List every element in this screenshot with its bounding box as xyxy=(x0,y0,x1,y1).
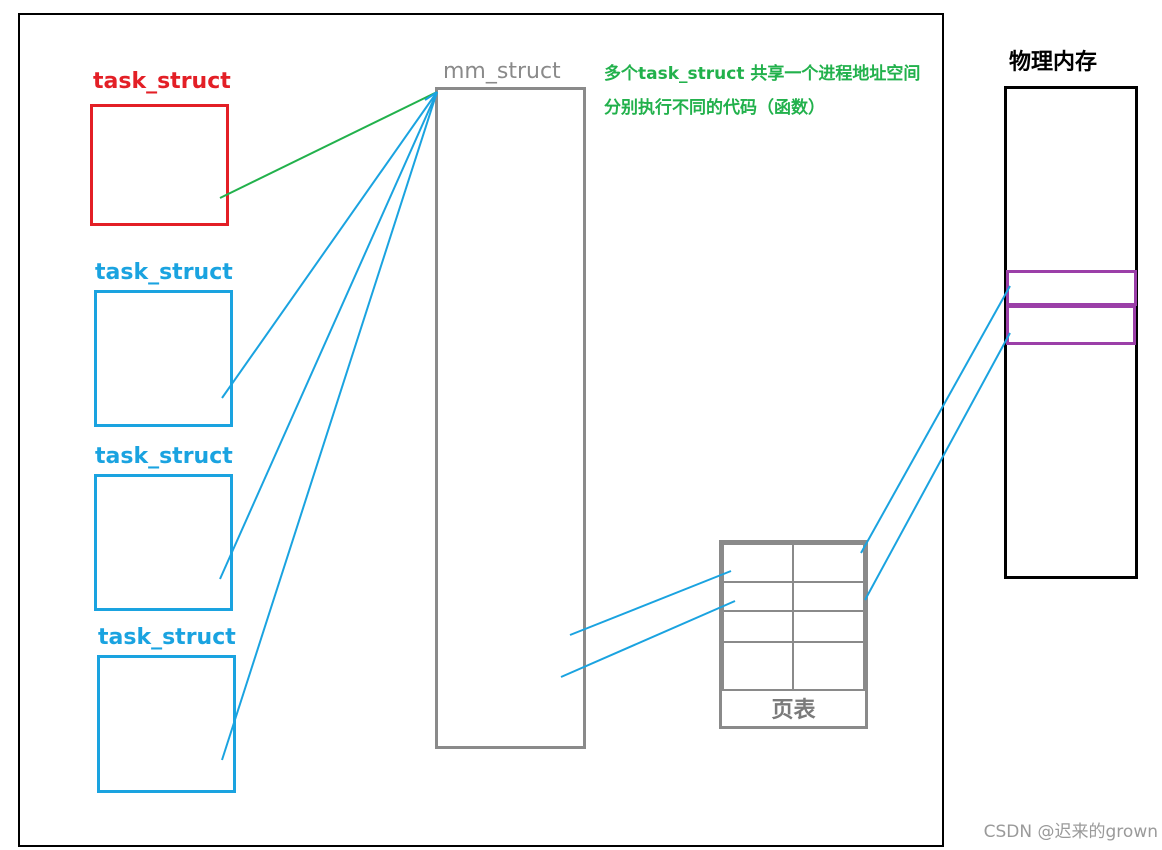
pagetable-to-memory-line-1 xyxy=(860,285,1011,554)
memory-page-2 xyxy=(1006,305,1136,345)
note-line-1: 多个task_struct 共享一个进程地址空间 xyxy=(604,64,921,84)
physical-memory-label: 物理内存 xyxy=(1009,50,1098,75)
process-frame xyxy=(18,13,944,847)
task-struct-box-2 xyxy=(94,290,233,427)
mm-struct-box xyxy=(435,87,586,749)
task-struct-label-4: task_struct xyxy=(98,625,236,650)
task2-to-mm-line xyxy=(221,91,438,399)
arrowhead-mark xyxy=(424,91,438,107)
note-line-2: 分别执行不同的代码（函数） xyxy=(604,98,825,118)
task-struct-label-1: task_struct xyxy=(93,69,231,94)
mm-to-pagetable-line-2 xyxy=(560,600,736,678)
memory-page-1 xyxy=(1006,270,1137,306)
task3-to-mm-line xyxy=(219,91,438,580)
page-table xyxy=(719,540,868,729)
mm-to-pagetable-line-1 xyxy=(569,570,732,636)
page-table-cell xyxy=(792,641,865,691)
task-struct-box-1 xyxy=(90,104,229,226)
task-struct-label-3: task_struct xyxy=(95,444,233,469)
physical-memory-box xyxy=(1004,86,1138,579)
watermark: CSDN @迟来的grown xyxy=(983,822,1158,842)
task-struct-label-2: task_struct xyxy=(95,260,233,285)
task-struct-box-3 xyxy=(94,474,233,611)
pagetable-to-memory-line-2 xyxy=(864,332,1011,601)
note-text: 多个task_struct 共享一个进程地址空间 分别执行不同的代码（函数） xyxy=(604,57,920,125)
task4-to-mm-line xyxy=(221,91,438,761)
page-table-label: 页表 xyxy=(771,698,816,723)
red-task-to-mm-line xyxy=(219,91,438,199)
mm-struct-label: mm_struct xyxy=(443,59,561,84)
